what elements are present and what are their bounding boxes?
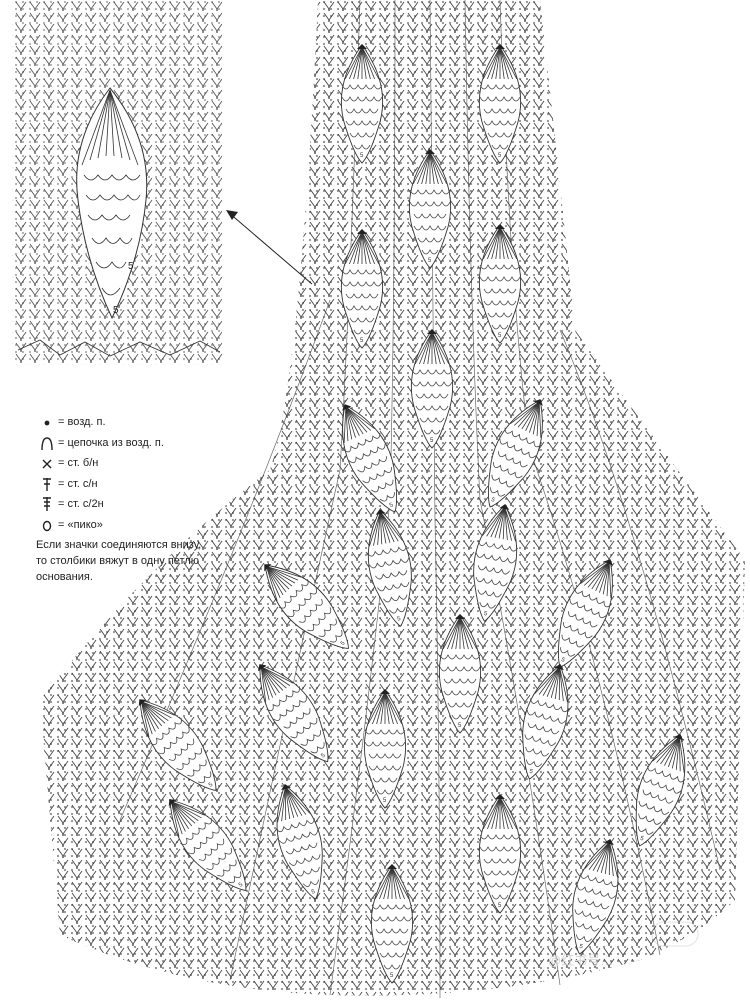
motif-count-label: 5 xyxy=(390,973,394,979)
motif-count-label: 5 xyxy=(397,616,402,623)
legend-label: = ст. б/н xyxy=(58,457,99,470)
pineapple-motif: 5 xyxy=(342,404,398,513)
pineapple-motif: 5 xyxy=(138,699,217,791)
legend-label: = ст. с/2н xyxy=(58,498,104,511)
picot-icon xyxy=(36,517,58,533)
chain-dot-icon xyxy=(36,414,58,430)
dc-stitch-icon xyxy=(36,476,58,492)
legend-item-chain-arch: = цепочка из возд. п. xyxy=(36,433,236,454)
legend-label: = возд. п. xyxy=(58,416,106,429)
pineapple-motif: 5 xyxy=(340,229,384,349)
inset-count-label: 5 xyxy=(128,261,134,272)
motif-count-label: 5 xyxy=(208,781,215,788)
pointer-arrow xyxy=(226,210,313,285)
inset-count-label-2: 5 xyxy=(113,305,119,316)
pineapple-motif: 5 xyxy=(473,504,519,622)
motif-count-label: 5 xyxy=(340,640,347,647)
inset-pineapple: 5 5 xyxy=(76,87,148,320)
pineapple-motif: 5 xyxy=(370,864,414,984)
motif-count-label: 5 xyxy=(320,752,327,759)
legend-item-cross: = ст. б/н xyxy=(36,453,236,474)
legend: = возд. п. = цепочка из возд. п. = ст. б… xyxy=(36,412,236,585)
motif-count-label: 5 xyxy=(560,657,566,664)
motif-count-label: 5 xyxy=(483,611,488,618)
pineapple-motif: 5 xyxy=(275,784,323,900)
legend-item-dc-stitch: = ст. с/н xyxy=(36,474,236,495)
watermark-text: @红书号… xyxy=(548,953,614,968)
motif-count-label: 5 xyxy=(360,153,364,159)
motif-count-label: 5 xyxy=(498,153,502,159)
legend-label: = «пико» xyxy=(58,518,103,531)
motif-count-label: 5 xyxy=(238,881,245,888)
motif-count-label: 5 xyxy=(360,338,364,344)
motif-count-label: 5 xyxy=(430,438,434,444)
motif-count-label: 5 xyxy=(529,769,534,776)
legend-item-chain-dot: = возд. п. xyxy=(36,412,236,433)
pineapple-motif: 5 xyxy=(438,614,482,734)
pineapple-motif: 5 xyxy=(635,734,686,847)
pineapple-motif: 5 xyxy=(410,329,454,449)
pineapple-motif: 5 xyxy=(168,799,247,891)
motif-count-label: 5 xyxy=(458,723,462,729)
pineapple-motifs: 5 5 5 5 5 5 5 5 5 5 5 5 5 5 5 5 5 5 5 5 5 5 5 xyxy=(138,44,686,984)
legend-label: = цепочка из возд. п. xyxy=(58,436,164,449)
chain-arch-icon xyxy=(36,435,58,451)
motif-count-label: 5 xyxy=(639,836,645,843)
motif-count-label: 5 xyxy=(490,497,496,504)
legend-item-picot: = «пико» xyxy=(36,515,236,536)
legend-label: = ст. с/н xyxy=(58,477,98,490)
motif-count-label: 5 xyxy=(383,798,387,804)
pineapple-motif: 5 xyxy=(408,149,452,269)
legend-note: Если значки соединяются внизу, то столби… xyxy=(36,539,202,583)
pineapple-motif: 5 xyxy=(522,664,570,780)
pineapple-motif: 5 xyxy=(487,399,543,508)
motif-count-label: 5 xyxy=(428,258,432,264)
motif-count-label: 5 xyxy=(389,502,395,509)
watermark-logo xyxy=(651,921,699,947)
pineapple-motif: 5 xyxy=(366,509,412,627)
motif-count-label: 5 xyxy=(498,333,502,339)
pineapple-motif: 5 xyxy=(572,839,620,955)
motif-count-label: 5 xyxy=(498,903,502,909)
cross-icon xyxy=(36,455,58,471)
inset-chart: 5 5 xyxy=(12,0,222,365)
motif-count-label: 5 xyxy=(579,944,584,951)
tr-stitch-icon xyxy=(36,496,58,512)
pineapple-motif: 5 xyxy=(478,794,522,914)
pineapple-motif: 5 xyxy=(478,224,522,344)
pineapple-motif: 5 xyxy=(478,44,522,164)
pineapple-motif: 5 xyxy=(264,564,349,649)
pineapple-motif: 5 xyxy=(340,44,384,164)
legend-item-tr-stitch: = ст. с/2н xyxy=(36,494,236,515)
motif-count-label: 5 xyxy=(311,889,316,896)
pineapple-motif: 5 xyxy=(258,664,329,763)
pineapple-motif: 5 xyxy=(363,689,407,809)
